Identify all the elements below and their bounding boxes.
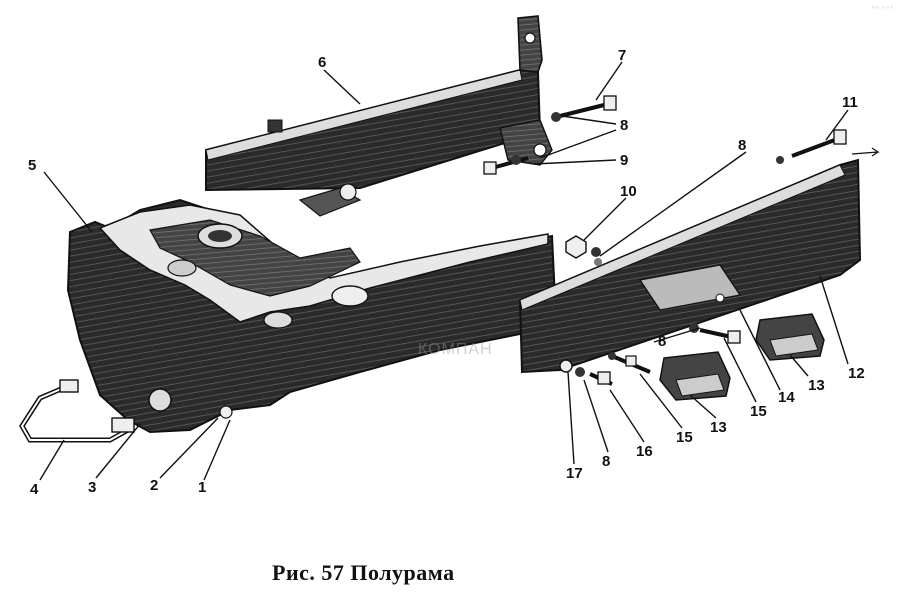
leader-lines: [39, 61, 849, 481]
callout-8-upper-right: 8: [738, 137, 746, 154]
nut-10: [565, 235, 602, 266]
clip-13b: [659, 351, 731, 401]
bolt-7: [551, 95, 617, 122]
callout-10: 10: [620, 183, 637, 200]
washer-17: [559, 359, 585, 377]
main-housing: [66, 198, 558, 434]
callout-9: 9: [620, 152, 628, 169]
callout-13-left: 13: [710, 419, 727, 436]
bolt-11: [776, 129, 847, 164]
callout-5: 5: [28, 157, 36, 174]
callout-6: 6: [318, 54, 326, 71]
callout-8-bottom: 8: [602, 453, 610, 470]
callout-labels: 6 5 7 8 9 8 10 11 12 13 14 15 13 15 8 16…: [28, 47, 865, 498]
callout-3: 3: [88, 479, 96, 496]
callout-1: 1: [198, 479, 206, 496]
callout-8-mid: 8: [658, 333, 666, 350]
callout-8-top: 8: [620, 117, 628, 134]
callout-4: 4: [30, 481, 39, 498]
bolt-15a: [689, 323, 741, 344]
figure-caption: Рис. 57 Полурама: [272, 560, 455, 585]
callout-15-right: 15: [750, 403, 767, 420]
extension-rail: [518, 158, 862, 374]
callout-7: 7: [618, 47, 626, 64]
callout-14: 14: [778, 389, 795, 406]
callout-2: 2: [150, 477, 158, 494]
corner-mark: ◦◦ ◦◦◦: [871, 4, 894, 12]
callout-15-left: 15: [676, 429, 693, 446]
callout-13-right: 13: [808, 377, 825, 394]
bolt-9: [483, 155, 529, 175]
callout-16: 16: [636, 443, 653, 460]
callout-17: 17: [566, 465, 583, 482]
callout-12: 12: [848, 365, 865, 382]
clip-13a: [755, 313, 825, 361]
bolt-15b: [608, 352, 651, 374]
callout-11: 11: [842, 94, 858, 111]
watermark-text: КОМПАН: [418, 341, 493, 358]
pipe: [19, 379, 135, 443]
side-rail: [205, 15, 553, 217]
bolt-16: [589, 371, 613, 386]
